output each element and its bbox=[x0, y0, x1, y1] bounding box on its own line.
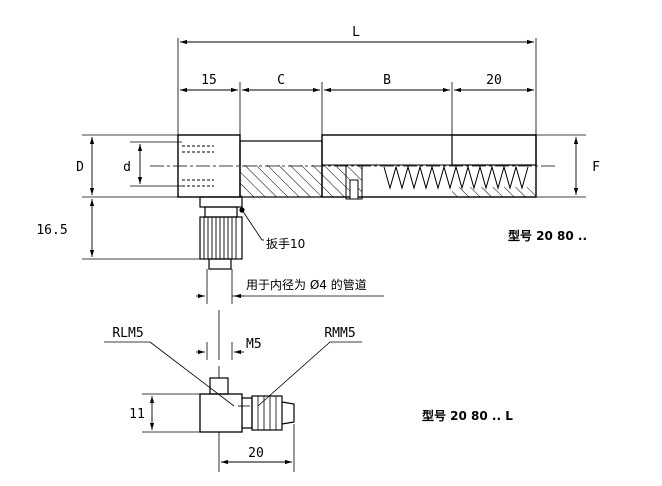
label-11: 11 bbox=[129, 407, 145, 422]
label-wrench: 扳手10 bbox=[266, 237, 305, 251]
label-D: D bbox=[76, 160, 84, 175]
model-bottom: 型号 20 80 .. L bbox=[422, 408, 513, 423]
label-16-5: 16.5 bbox=[36, 223, 67, 238]
fitting-hex bbox=[199, 196, 243, 208]
label-20-top: 20 bbox=[486, 73, 502, 88]
spring bbox=[383, 165, 529, 190]
elbow-fitting-top bbox=[209, 377, 229, 395]
label-rlm5: RLM5 bbox=[112, 326, 143, 341]
model-top: 型号 20 80 .. bbox=[508, 228, 587, 243]
label-M5: M5 bbox=[246, 337, 262, 352]
label-L: L bbox=[352, 25, 360, 40]
label-d: d bbox=[123, 160, 131, 175]
label-rmm5: RMM5 bbox=[324, 326, 355, 341]
label-B: B bbox=[383, 73, 391, 88]
top-view bbox=[82, 38, 586, 304]
label-15: 15 bbox=[201, 73, 217, 88]
elbow-body bbox=[199, 393, 243, 433]
label-20-bottom: 20 bbox=[248, 446, 264, 461]
label-tube-note: 用于内径为 Ø4 的管道 bbox=[246, 277, 367, 292]
label-C: C bbox=[277, 73, 285, 88]
label-F: F bbox=[592, 160, 600, 175]
elbow-nut bbox=[251, 395, 283, 431]
bottom-view bbox=[104, 310, 362, 472]
